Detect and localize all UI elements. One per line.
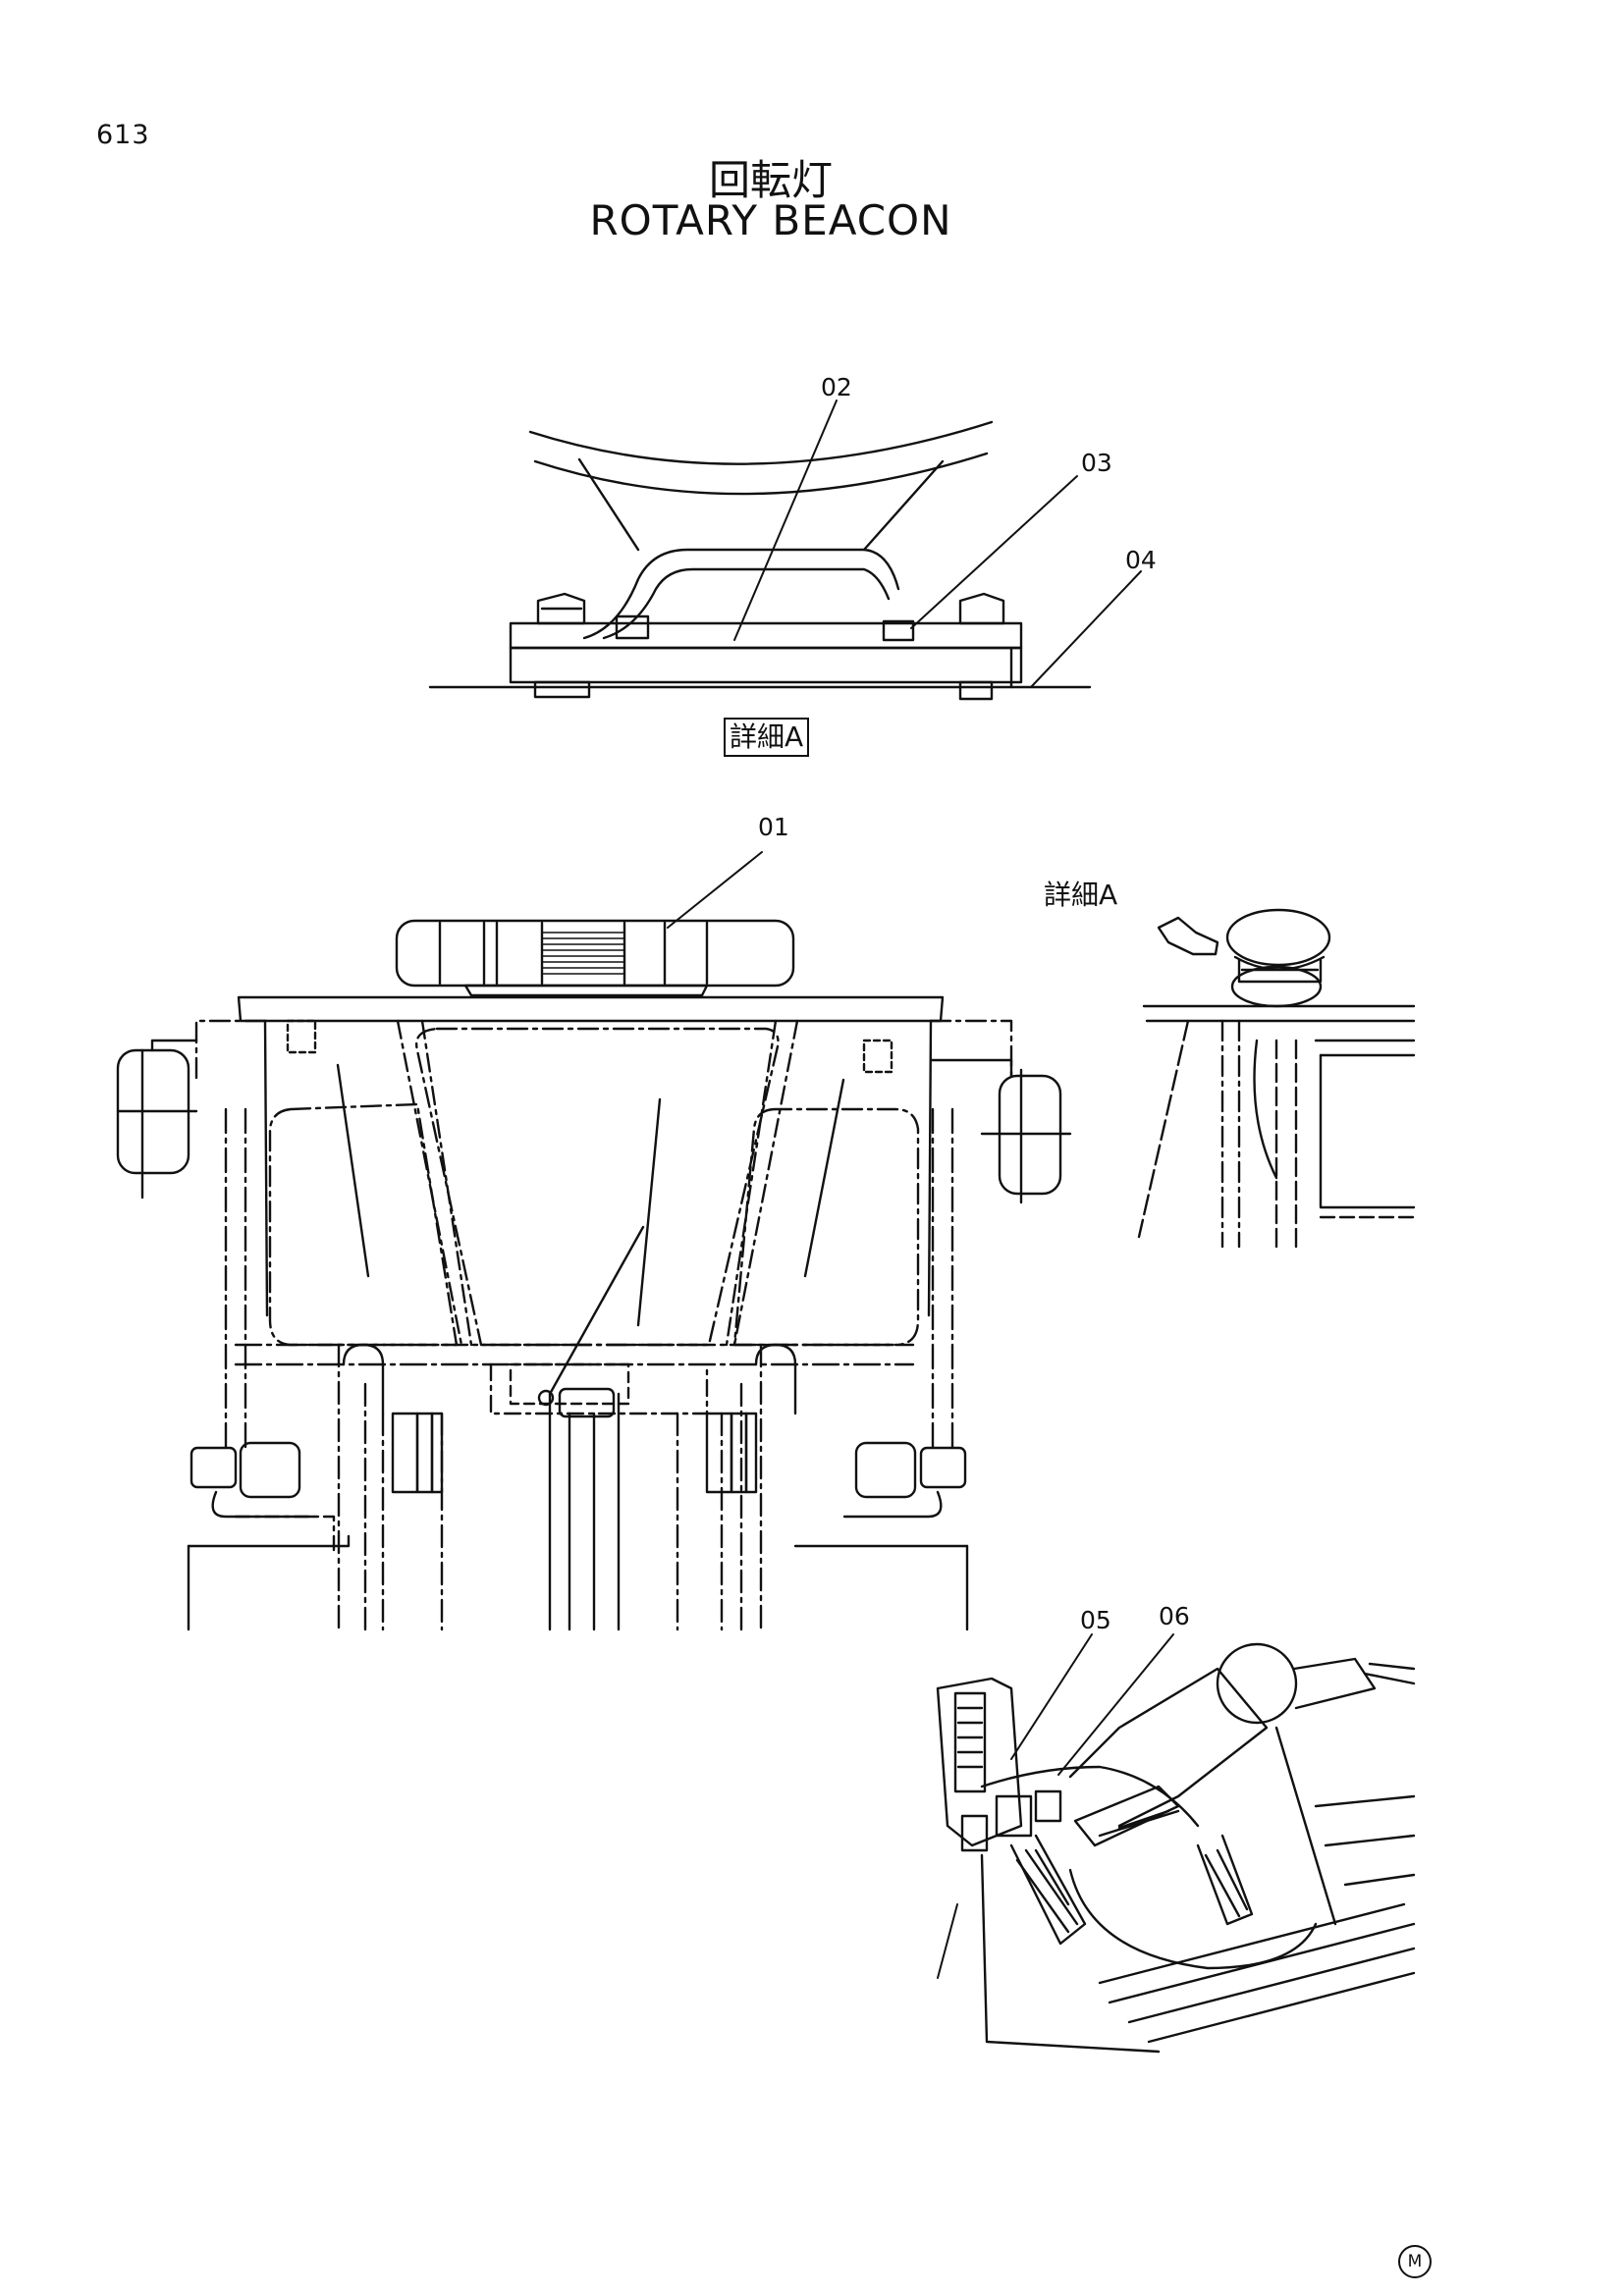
side-view	[1137, 908, 1416, 1249]
switch-inset	[936, 1642, 1416, 2054]
title-english: ROTARY BEACON	[589, 196, 952, 244]
callout-02: 02	[821, 373, 852, 401]
callout-04: 04	[1125, 546, 1157, 574]
callout-06: 06	[1159, 1602, 1190, 1630]
callout-leaders	[667, 400, 1174, 1776]
title-japanese: 回転灯	[708, 156, 833, 204]
corner-mark-m: M	[1398, 2245, 1432, 2278]
detail-a-reference: 詳細A	[1044, 879, 1118, 911]
cab-front-view	[116, 919, 1072, 1631]
detail-a-label: 詳細A	[724, 718, 810, 757]
callout-01: 01	[758, 813, 789, 841]
callout-05: 05	[1080, 1606, 1111, 1634]
callout-03: 03	[1081, 449, 1112, 477]
detail-a-drawing	[428, 420, 1092, 701]
page-number: 613	[96, 120, 150, 150]
